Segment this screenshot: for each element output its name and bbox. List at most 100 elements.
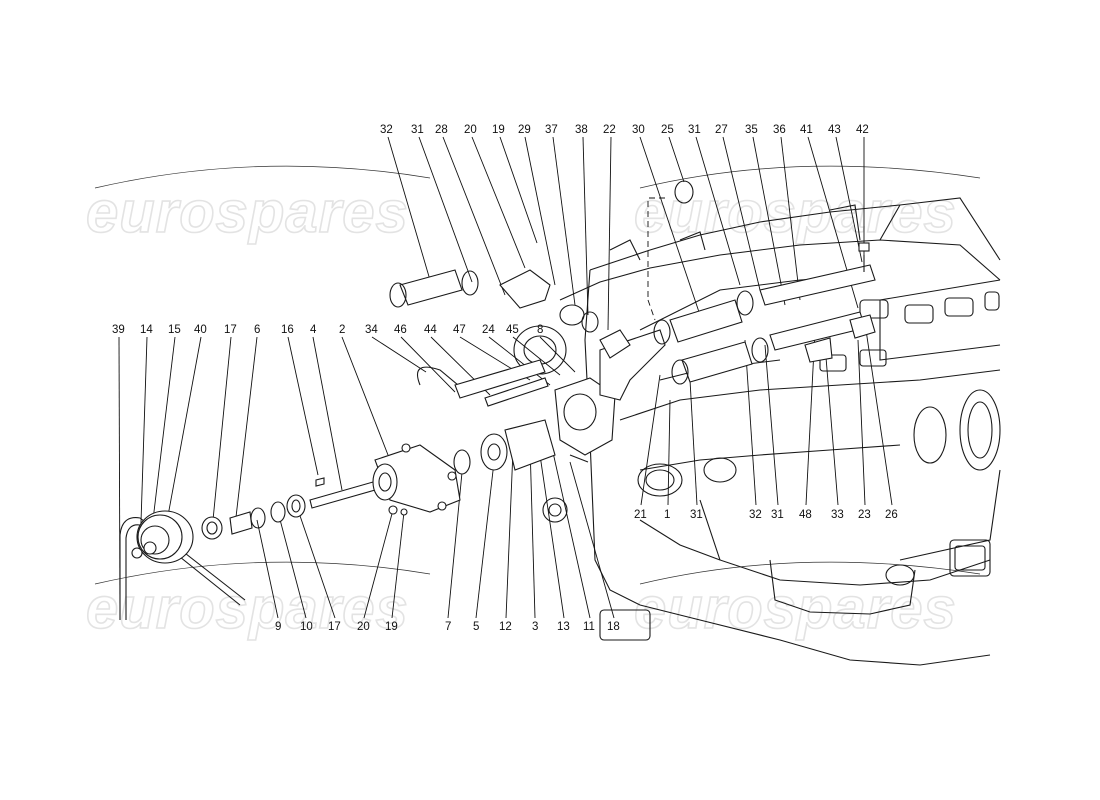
hose-clamp xyxy=(416,366,471,396)
label-31-top: 31 xyxy=(411,124,424,136)
assembly-dashed-line xyxy=(647,197,665,321)
label-21: 21 xyxy=(634,509,647,521)
label-43: 43 xyxy=(828,124,841,136)
nut-42 xyxy=(858,242,870,252)
label-31-top-right: 31 xyxy=(688,124,701,136)
pulley xyxy=(131,510,194,564)
watermark-swoosh-left xyxy=(94,165,431,189)
label-6: 6 xyxy=(254,324,260,336)
clamp-right-1 xyxy=(653,319,671,345)
label-34: 34 xyxy=(365,324,378,336)
label-18: 18 xyxy=(607,621,620,633)
impeller xyxy=(480,433,508,471)
label-31-right-a: 31 xyxy=(690,509,703,521)
label-3: 3 xyxy=(532,621,538,633)
bracket-23 xyxy=(849,314,876,339)
label-47: 47 xyxy=(453,324,466,336)
label-38: 38 xyxy=(575,124,588,136)
label-23: 23 xyxy=(858,509,871,521)
label-16: 16 xyxy=(281,324,294,336)
label-32-right: 32 xyxy=(749,509,762,521)
label-45: 45 xyxy=(506,324,519,336)
thermostat xyxy=(559,304,585,326)
watermark-bottom-right: eurospares xyxy=(634,576,957,641)
upper-hose xyxy=(399,269,463,306)
label-9: 9 xyxy=(275,621,281,633)
watermark-top-right: eurospares xyxy=(634,180,957,245)
label-46: 46 xyxy=(394,324,407,336)
right-hose-lower xyxy=(681,341,753,383)
label-44: 44 xyxy=(424,324,437,336)
stud xyxy=(569,454,589,463)
outlet-flange xyxy=(599,329,631,359)
label-15: 15 xyxy=(168,324,181,336)
pump-gasket xyxy=(504,419,556,471)
label-10: 10 xyxy=(300,621,313,633)
clamp-right-2 xyxy=(736,290,754,316)
watermark-group: eurospares eurospares eurospares eurospa… xyxy=(85,165,981,642)
parts xyxy=(119,180,876,620)
label-13: 13 xyxy=(557,621,570,633)
label-20-bottom: 20 xyxy=(357,621,370,633)
label-29: 29 xyxy=(518,124,531,136)
label-35: 35 xyxy=(745,124,758,136)
label-1: 1 xyxy=(664,509,670,521)
label-5: 5 xyxy=(473,621,479,633)
label-19-bottom: 19 xyxy=(385,621,398,633)
label-39: 39 xyxy=(112,324,125,336)
pump-cover xyxy=(554,377,616,456)
callout-labels: 32 31 28 20 19 29 37 38 22 30 25 31 27 3… xyxy=(112,124,898,633)
label-33: 33 xyxy=(831,509,844,521)
label-42: 42 xyxy=(856,124,869,136)
watermark-bottom-left: eurospares xyxy=(86,576,409,641)
shaft-seal xyxy=(453,449,471,475)
label-40: 40 xyxy=(194,324,207,336)
key xyxy=(315,477,325,487)
label-24: 24 xyxy=(482,324,495,336)
bypass-pipe xyxy=(484,377,549,407)
label-32-top: 32 xyxy=(380,124,393,136)
label-41: 41 xyxy=(800,124,813,136)
label-8: 8 xyxy=(537,324,543,336)
bracket-33 xyxy=(804,337,833,363)
label-7: 7 xyxy=(445,621,451,633)
hose-clamp-upper-2 xyxy=(461,270,479,296)
label-22: 22 xyxy=(603,124,616,136)
nut xyxy=(388,505,398,515)
right-hose-upper xyxy=(669,299,743,343)
clamp-right-4 xyxy=(751,337,769,363)
label-31-right-b: 31 xyxy=(771,509,784,521)
pump-body xyxy=(372,443,461,513)
label-28: 28 xyxy=(435,124,448,136)
circlip xyxy=(250,507,266,529)
watermark-swoosh-right xyxy=(639,165,981,189)
bearing-front xyxy=(201,516,223,540)
spacer xyxy=(229,511,253,535)
label-14: 14 xyxy=(140,324,153,336)
coolant-tube-upper xyxy=(759,264,876,306)
label-27: 27 xyxy=(715,124,728,136)
thermostat-housing xyxy=(499,269,551,309)
bearing-rear xyxy=(286,494,306,518)
hose-clamp-upper xyxy=(389,282,407,308)
washer xyxy=(270,501,286,523)
label-19-top: 19 xyxy=(492,124,505,136)
label-20-top: 20 xyxy=(464,124,477,136)
watermark-swoosh-right-bottom xyxy=(639,561,981,585)
label-36: 36 xyxy=(773,124,786,136)
label-48: 48 xyxy=(799,509,812,521)
label-4: 4 xyxy=(310,324,317,336)
o-ring xyxy=(674,180,694,204)
lock-washer xyxy=(400,508,408,516)
clamp-right-3 xyxy=(671,359,689,385)
label-37: 37 xyxy=(545,124,558,136)
bypass-hose xyxy=(454,359,546,399)
label-2: 2 xyxy=(339,324,345,336)
label-25: 25 xyxy=(661,124,674,136)
label-11: 11 xyxy=(583,621,595,633)
label-26: 26 xyxy=(885,509,898,521)
label-12: 12 xyxy=(499,621,512,633)
thermostat-gasket xyxy=(581,311,599,333)
drive-belt xyxy=(119,517,246,620)
